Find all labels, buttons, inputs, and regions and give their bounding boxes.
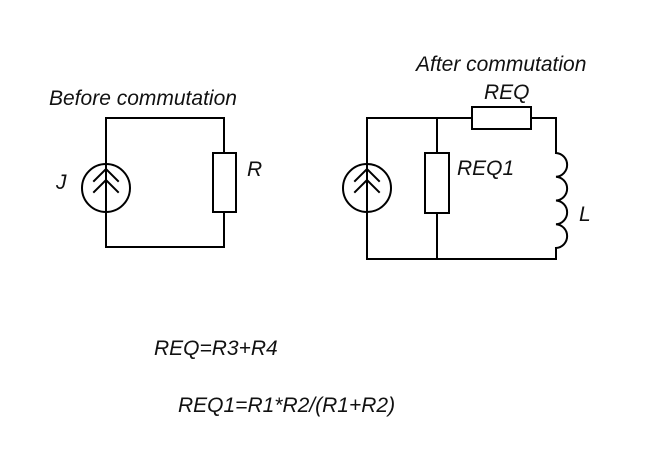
after-outer-wire xyxy=(366,117,557,260)
before-circuit: Before commutation J R xyxy=(49,87,262,248)
resistor-label-r: R xyxy=(247,158,262,181)
inductor-l-icon xyxy=(554,151,569,250)
formula-req1: REQ1=R1*R2/(R1+R2) xyxy=(178,394,395,417)
current-source-j-icon xyxy=(81,163,131,213)
after-top-right-wire xyxy=(530,117,557,154)
before-title: Before commutation xyxy=(49,87,237,110)
after-title: After commutation xyxy=(414,53,586,76)
formula-req: REQ=R3+R4 xyxy=(154,337,278,360)
resistor-req1-icon xyxy=(424,152,450,214)
inductor-label-l: L xyxy=(579,203,591,226)
resistor-label-req: REQ xyxy=(484,81,530,104)
after-circuit: After commutation REQ1 REQ L xyxy=(342,53,591,260)
before-top-wire xyxy=(105,117,225,154)
resistor-label-req1: REQ1 xyxy=(457,157,514,180)
source-label-j: J xyxy=(55,171,67,194)
resistor-r-icon xyxy=(212,152,237,213)
before-loop-wire xyxy=(105,117,225,248)
current-source-after-icon xyxy=(342,163,392,213)
resistor-req-icon xyxy=(471,106,532,130)
